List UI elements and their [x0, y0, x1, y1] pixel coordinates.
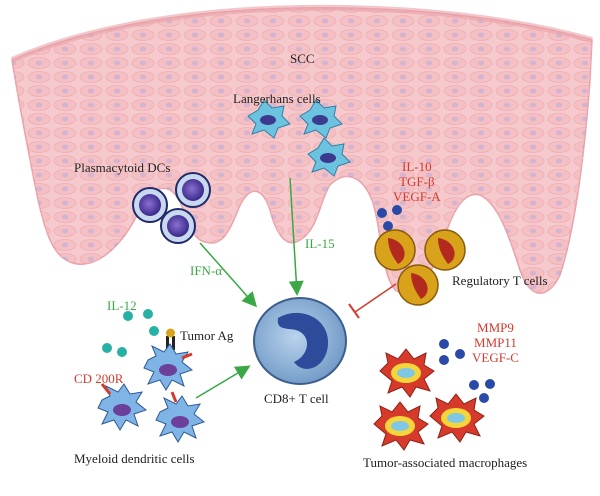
scc-tissue-cells: [12, 7, 592, 294]
treg-cytokine-list: IL-10 TGF-β VEGF-A: [393, 159, 441, 205]
plasmacytoid-dc: [160, 208, 196, 244]
inhibition-treg: [354, 283, 397, 313]
label-il15: IL-15: [305, 236, 335, 251]
tumor-antigen: [166, 328, 175, 350]
cd8-t-cell: [253, 297, 347, 385]
arrow-il15: [288, 177, 304, 296]
langerhans-cell: [307, 137, 351, 177]
scc-surface-layer: [10, 4, 593, 63]
label-vegf-a: VEGF-A: [393, 188, 441, 204]
langerhans-cell: [299, 99, 343, 139]
tumor-associated-macrophage: [379, 348, 435, 398]
il12-cytokines: [102, 309, 159, 357]
label-plasmacytoid-dcs: Plasmacytoid DCs: [74, 160, 171, 175]
macrophage-cytokine-list: MMP9 MMP11 VEGF-C: [472, 320, 519, 366]
myeloid-dendritic-cell: [143, 343, 194, 391]
treg-cytokines: [377, 205, 402, 231]
label-tumor-ag: Tumor Ag: [180, 328, 234, 343]
macrophage-cytokines: [439, 339, 495, 403]
label-langerhans-cells: Langerhans cells: [233, 91, 321, 106]
label-il10: IL-10: [402, 159, 432, 174]
regulatory-t-cell: [397, 264, 439, 306]
label-tgf-beta: TGF-β: [399, 173, 435, 189]
langerhans-cell: [247, 99, 291, 139]
regulatory-t-cell: [424, 229, 466, 271]
plasmacytoid-dc: [132, 187, 168, 223]
plasmacytoid-dc: [175, 172, 211, 208]
label-myeloid-dendritic-cells: Myeloid dendritic cells: [74, 451, 195, 466]
inhibition-bar: [348, 303, 360, 319]
label-cd200r: CD 200R: [74, 371, 124, 386]
myeloid-dendritic-cell: [97, 383, 148, 431]
tumor-associated-macrophage: [429, 393, 485, 443]
label-tumor-associated-macrophages: Tumor-associated macrophages: [363, 455, 528, 470]
label-regulatory-t-cells: Regulatory T cells: [452, 273, 548, 288]
label-mmp9: MMP9: [477, 320, 514, 335]
label-ifn-alpha: IFN-α: [190, 263, 223, 278]
label-scc: SCC: [290, 51, 315, 66]
label-il12: IL-12: [107, 298, 137, 313]
label-mmp11: MMP11: [474, 334, 517, 350]
arrow-myeloid-dc: [195, 365, 251, 399]
label-vegf-c: VEGF-C: [472, 349, 519, 365]
regulatory-t-cell: [374, 229, 416, 271]
myeloid-dendritic-cell: [155, 391, 206, 443]
tumor-associated-macrophage: [373, 401, 429, 451]
arrow-ifn-alpha: [199, 242, 257, 308]
label-cd8-t-cell: CD8+ T cell: [264, 391, 329, 406]
